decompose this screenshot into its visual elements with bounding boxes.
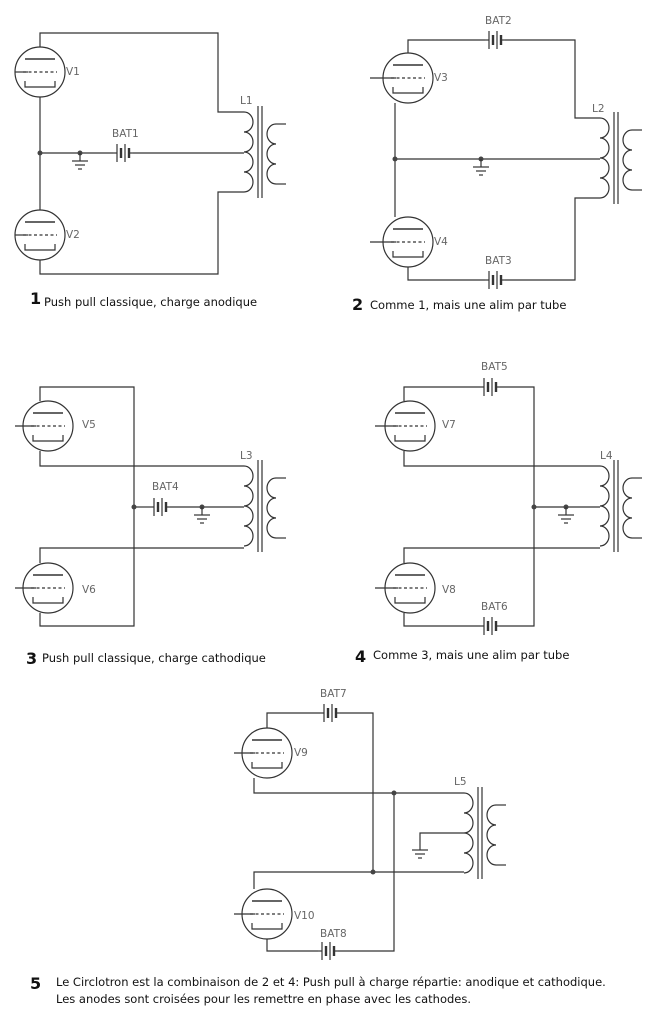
label-bat8: BAT8: [320, 928, 347, 940]
label-l2: L2: [592, 103, 605, 115]
ground-icon: [71, 152, 89, 170]
ground-icon: [411, 841, 429, 859]
caption-1: Push pull classique, charge anodique: [44, 295, 257, 309]
diagram-3: V5 V6 BAT4 L3 3 Push pull classique, cha…: [15, 386, 287, 668]
battery-bat2-icon: [483, 29, 507, 51]
ground-icon: [193, 506, 211, 524]
transformer-l4-icon: [599, 459, 643, 553]
label-bat6: BAT6: [481, 601, 508, 613]
transformer-l2-icon: [599, 111, 643, 205]
battery-bat3-icon: [483, 269, 507, 291]
label-v10: V10: [294, 910, 315, 922]
battery-bat5-icon: [478, 376, 502, 398]
transformer-l5-icon: [463, 786, 507, 880]
battery-bat1-icon: [111, 142, 135, 164]
number-2: 2: [352, 295, 363, 314]
label-v6: V6: [82, 584, 96, 596]
label-v2: V2: [66, 229, 80, 241]
label-bat7: BAT7: [320, 688, 347, 700]
number-4: 4: [355, 647, 366, 666]
battery-bat7-icon: [318, 702, 342, 724]
label-bat2: BAT2: [485, 15, 512, 27]
diagram-5: V9 V10 BAT7 BAT8 L5 5 Le Circlotron est …: [30, 688, 606, 1006]
label-bat1: BAT1: [112, 128, 139, 140]
caption-2: Comme 1, mais une alim par tube: [370, 298, 566, 312]
caption-5-line2: Les anodes sont croisées pour les remett…: [56, 992, 471, 1006]
ground-icon: [472, 158, 490, 176]
label-v8: V8: [442, 584, 456, 596]
diagram-4: V7 V8 BAT5 BAT6 L4 4 Comme 3, mais une a…: [355, 361, 643, 666]
battery-bat4-icon: [148, 496, 172, 518]
battery-bat8-icon: [316, 940, 340, 962]
label-v1: V1: [66, 66, 80, 78]
label-bat4: BAT4: [152, 481, 179, 493]
caption-3: Push pull classique, charge cathodique: [42, 651, 266, 665]
label-v7: V7: [442, 419, 456, 431]
transformer-l3-icon: [243, 459, 287, 553]
number-5: 5: [30, 974, 41, 993]
diagram-1: V1 V2 BAT1 L1 1 Push pull classique, cha…: [14, 32, 287, 309]
diagram-2: V3 V4 BAT2 BAT3 L2 2 Comme 1, mais une a…: [352, 15, 643, 314]
battery-bat6-icon: [478, 615, 502, 637]
label-l3: L3: [240, 450, 253, 462]
label-v3: V3: [434, 72, 448, 84]
label-bat5: BAT5: [481, 361, 508, 373]
ground-icon: [557, 506, 575, 524]
label-l4: L4: [600, 450, 613, 462]
label-bat3: BAT3: [485, 255, 512, 267]
transformer-l1-icon: [243, 105, 287, 199]
label-l1: L1: [240, 95, 253, 107]
number-3: 3: [26, 649, 37, 668]
label-l5: L5: [454, 776, 467, 788]
label-v5: V5: [82, 419, 96, 431]
number-1: 1: [30, 289, 41, 308]
label-v4: V4: [434, 236, 448, 248]
label-v9: V9: [294, 747, 308, 759]
caption-5-line1: Le Circlotron est la combinaison de 2 et…: [56, 975, 606, 989]
caption-4: Comme 3, mais une alim par tube: [373, 648, 569, 662]
